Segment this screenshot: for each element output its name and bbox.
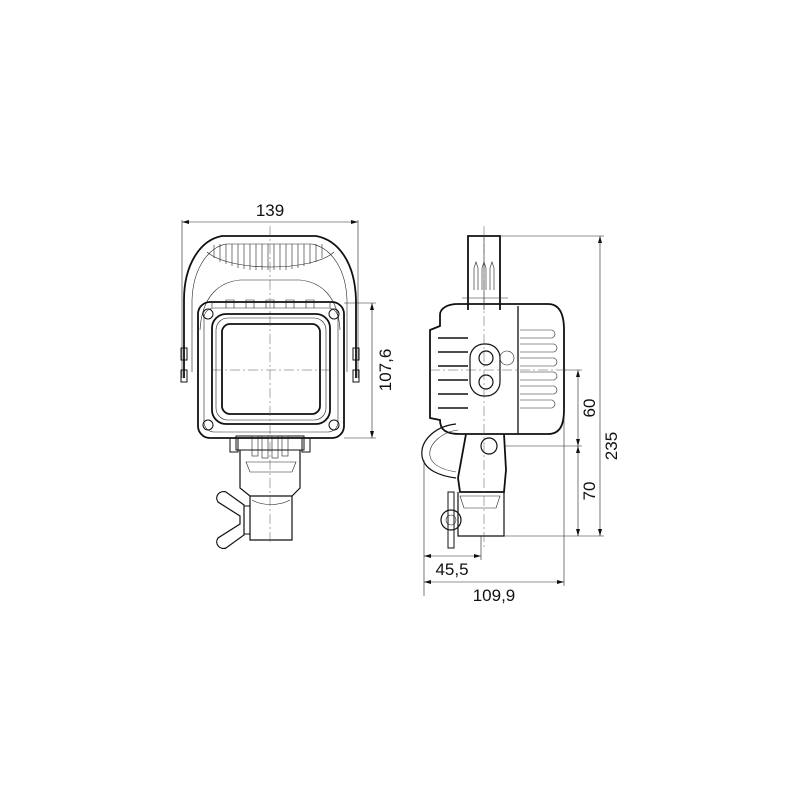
dimension-height-lens: 107,6 (344, 302, 395, 439)
dim-label-235: 235 (602, 432, 621, 460)
dimension-upper-60: 60 (504, 369, 599, 447)
dim-label-60: 60 (580, 399, 599, 418)
dim-label-139: 139 (256, 201, 284, 220)
dim-label-107-6: 107,6 (376, 349, 395, 392)
side-fins-left (438, 337, 468, 409)
dimension-base-depth: 45,5 (423, 460, 482, 596)
grip-ribs (213, 244, 323, 270)
side-fins (520, 329, 558, 409)
front-view (180, 226, 360, 549)
dimension-total-height: 235 (500, 235, 621, 537)
dim-label-70: 70 (580, 482, 599, 501)
screw-icons (202, 308, 340, 431)
dimension-lower-70: 70 (576, 446, 599, 536)
dim-label-45-5: 45,5 (435, 560, 468, 579)
dim-label-109-9: 109,9 (473, 586, 516, 605)
side-view (421, 226, 566, 549)
dimension-total-depth: 109,9 (424, 410, 565, 605)
bracket-fins (251, 435, 289, 459)
dimension-width-front: 139 (181, 201, 359, 378)
